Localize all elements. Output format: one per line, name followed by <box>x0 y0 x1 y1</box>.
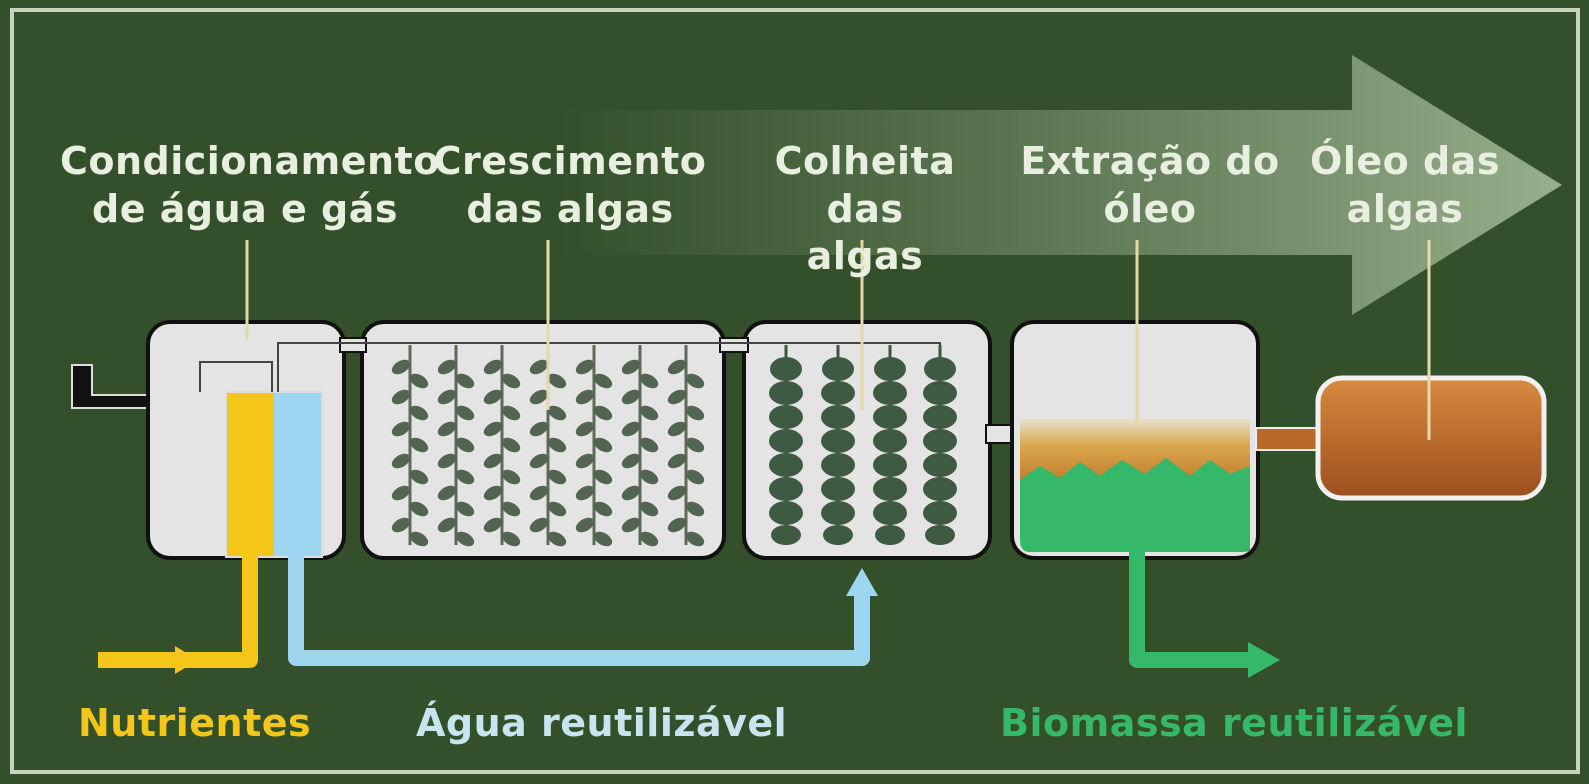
stage-label-harvest: Colheita das algas <box>730 138 1000 281</box>
pointer-lines <box>245 240 1431 440</box>
stage-label-line: Colheita das <box>774 139 956 231</box>
stage-label-line: das algas <box>466 186 674 231</box>
stage-label-line: de água e gás <box>92 186 398 231</box>
stage-label-line: óleo <box>1103 186 1197 231</box>
stage-label-line: algas <box>806 234 924 278</box>
biomass-flow <box>1129 545 1250 668</box>
stage-label-line: Crescimento <box>433 139 707 183</box>
water-flow <box>288 540 870 666</box>
nutrient-flow <box>98 530 258 668</box>
stage-label-growth: Crescimento das algas <box>430 138 710 233</box>
stage-label-line: Extração do <box>1020 139 1280 183</box>
output-label-biomass: Biomassa reutilizável <box>1000 701 1469 745</box>
stage-label-line: algas <box>1346 186 1464 231</box>
stage-label-extraction: Extração do óleo <box>1020 138 1280 233</box>
output-label-nutrients: Nutrientes <box>78 701 312 745</box>
nutrient-tank <box>226 392 274 557</box>
diagram-frame <box>10 8 1580 774</box>
process-arrow <box>560 55 1562 315</box>
stage-label-conditioning: Condicionamento de água e gás <box>60 138 440 233</box>
growth-box <box>360 320 726 560</box>
output-label-water: Água reutilizável <box>416 701 788 745</box>
water-tank <box>274 392 322 557</box>
stage-label-line: Óleo das <box>1310 139 1500 183</box>
stage-label-line: Condicionamento <box>60 139 440 183</box>
biomass-layer <box>1020 458 1250 552</box>
stage-label-oil: Óleo das algas <box>1300 138 1510 233</box>
oil-tank <box>1315 375 1547 501</box>
